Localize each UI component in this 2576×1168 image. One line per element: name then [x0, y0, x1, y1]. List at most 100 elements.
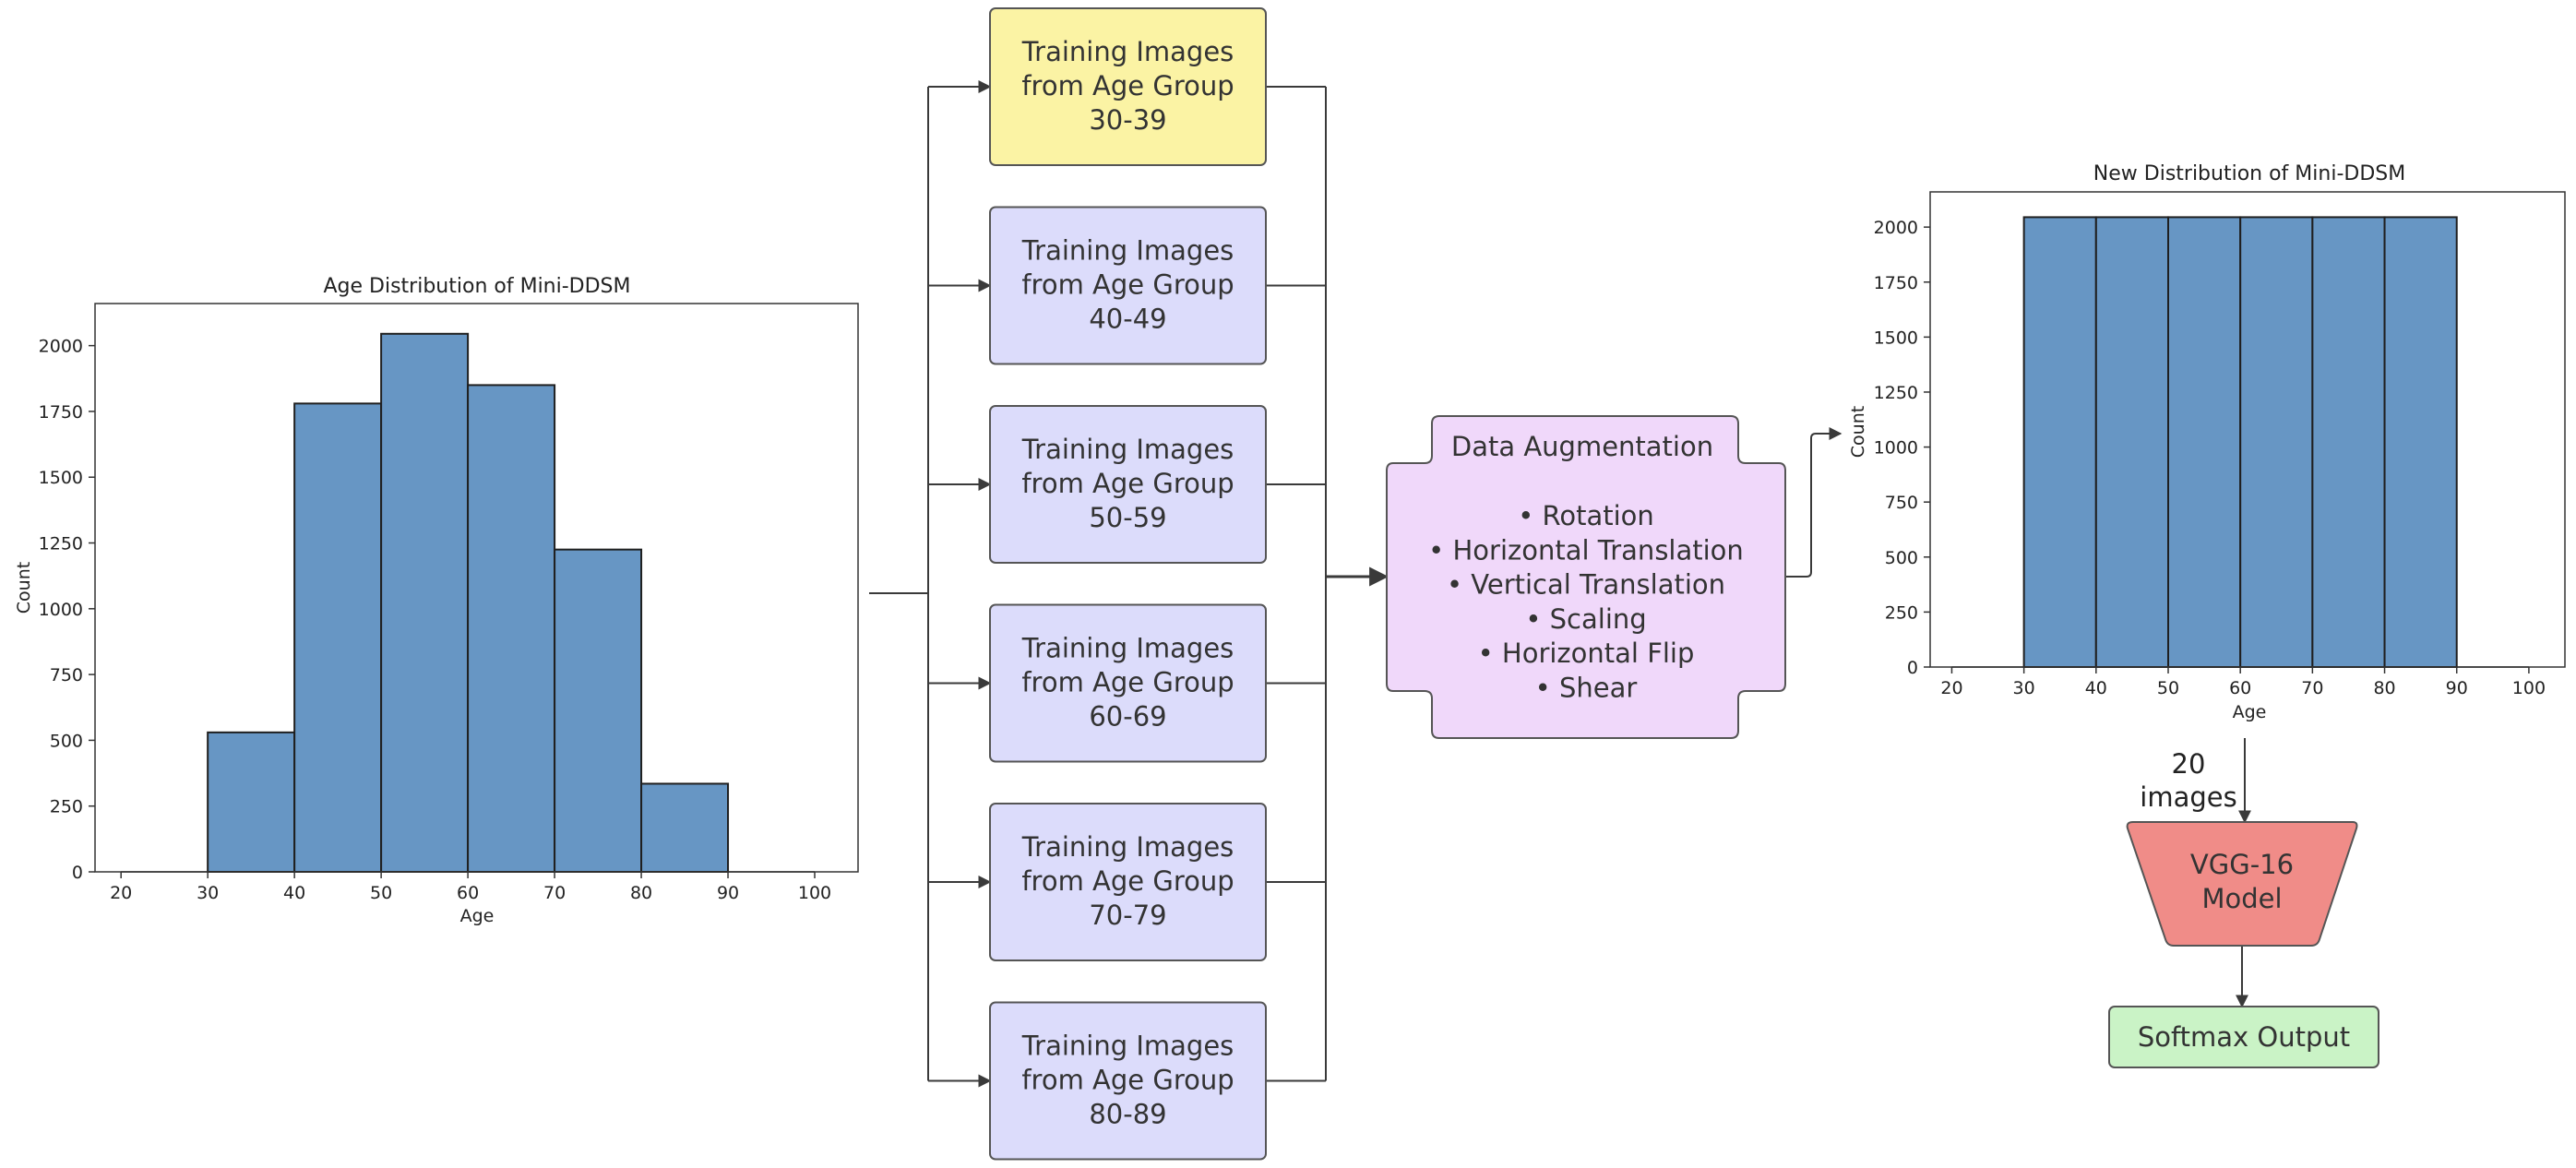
y-tick-label: 1750: [1874, 273, 1918, 293]
group-box-text: 70-79: [1089, 900, 1166, 931]
y-tick-label: 1750: [39, 402, 83, 423]
x-tick-label: 100: [2512, 678, 2546, 698]
vgg16-model-node: VGG-16 Model: [2126, 821, 2358, 947]
y-tick-label: 1500: [39, 468, 83, 488]
model-label-line1: VGG-16: [2190, 849, 2294, 880]
group-box-shape: [989, 405, 1267, 564]
group-box-text: 50-59: [1089, 502, 1166, 533]
y-axis-label: Count: [1848, 406, 1868, 458]
x-tick-label: 30: [197, 883, 219, 903]
y-tick-label: 250: [1885, 602, 1918, 623]
augmentation-list: • Rotation• Horizontal Translation• Vert…: [1428, 500, 1744, 704]
x-tick-label: 50: [2157, 678, 2179, 698]
age-distribution-chart: Age Distribution of Mini-DDSM 20 30 40 50 60…: [14, 275, 859, 926]
y-tick-label: 1500: [1874, 328, 1918, 348]
y-tick-label: 500: [1885, 548, 1918, 568]
x-axis-label: Age: [460, 906, 495, 926]
histogram-bar: [380, 332, 470, 873]
x-tick-label: 80: [2373, 678, 2395, 698]
histogram-bar: [554, 548, 643, 873]
y-tick-label: 1000: [1874, 438, 1918, 459]
x-tick-label: 40: [2085, 678, 2107, 698]
group-box-text: 60-69: [1089, 701, 1166, 733]
chart-bars: [1951, 216, 2529, 668]
model-shape: [2126, 821, 2358, 947]
augmentation-item: • Rotation: [1518, 500, 1654, 531]
group-box-shape: [989, 206, 1267, 365]
group-box-text: Training Images: [1021, 235, 1234, 267]
group-box-text: 40-49: [1089, 304, 1166, 335]
model-label-line2: Model: [2201, 883, 2282, 914]
plot-frame: [1929, 191, 2566, 668]
histogram-bar: [2239, 216, 2314, 668]
x-tick-label: 70: [543, 883, 566, 903]
augmentation-shape: [1386, 415, 1786, 739]
batch-unit: images: [2140, 781, 2236, 813]
group-box-shape: [989, 803, 1267, 961]
augmentation-item: • Shear: [1535, 673, 1638, 704]
group-box-text: 80-89: [1089, 1099, 1166, 1130]
y-tick-label: 2000: [39, 337, 83, 357]
y-axis-ticks: 0 250 500 750 1000 1250 1500 1750 2000: [1874, 218, 1930, 678]
y-tick-label: 2000: [1874, 218, 1918, 238]
y-tick-label: 1250: [39, 534, 83, 554]
group-box-text: 30-39: [1089, 104, 1166, 136]
chart-title: Age Distribution of Mini-DDSM: [324, 275, 631, 298]
batch-label: 20 images: [2140, 748, 2236, 813]
group-box-text: Training Images: [1021, 633, 1234, 664]
x-axis-label: Age: [2233, 702, 2267, 722]
histogram-bar: [293, 402, 383, 873]
histogram-bar: [2311, 216, 2386, 668]
group-box-text: Training Images: [1021, 1031, 1234, 1062]
group-box-text: Training Images: [1021, 36, 1234, 67]
connector-arrow: [1785, 427, 1843, 578]
augmentation-item: • Horizontal Translation: [1428, 534, 1744, 566]
group-box-text: from Age Group: [1021, 269, 1234, 301]
y-tick-label: 1000: [39, 600, 83, 620]
histogram-bar: [2383, 216, 2458, 668]
y-tick-label: 750: [1885, 493, 1918, 513]
chart-bars: [121, 332, 816, 874]
data-augmentation-node: Data Augmentation • Rotation• Horizontal…: [1386, 415, 1786, 739]
x-tick-label: 70: [2301, 678, 2323, 698]
group-box-text: from Age Group: [1021, 667, 1234, 698]
group-box-text: from Age Group: [1021, 865, 1234, 897]
y-tick-label: 0: [72, 863, 83, 883]
histogram-bar: [2094, 216, 2169, 668]
x-tick-label: 60: [457, 883, 479, 903]
output-label: Softmax Output: [2138, 1021, 2350, 1053]
y-tick-label: 0: [1907, 658, 1918, 678]
x-tick-label: 20: [110, 883, 132, 903]
x-tick-label: 100: [798, 883, 831, 903]
x-tick-label: 50: [370, 883, 392, 903]
softmax-output-node: Softmax Output: [2108, 1006, 2379, 1068]
group-box-text: from Age Group: [1021, 70, 1234, 101]
plot-frame: [94, 303, 859, 873]
group-box-text: Training Images: [1021, 434, 1234, 465]
group-box-text: from Age Group: [1021, 1065, 1234, 1096]
augmentation-title: Data Augmentation: [1451, 431, 1713, 462]
x-tick-label: 60: [2229, 678, 2251, 698]
x-tick-label: 80: [630, 883, 652, 903]
group-box-shape: [989, 1001, 1267, 1161]
y-tick-label: 500: [50, 731, 83, 751]
group-box-text: Training Images: [1021, 831, 1234, 863]
y-tick-label: 1250: [1874, 383, 1918, 403]
x-tick-label: 20: [1940, 678, 1962, 698]
y-axis-label: Count: [14, 562, 34, 614]
output-box: [2108, 1006, 2379, 1068]
x-tick-label: 40: [283, 883, 305, 903]
histogram-bar: [207, 731, 296, 874]
x-tick-label: 90: [2446, 678, 2468, 698]
group-box-text: from Age Group: [1021, 468, 1234, 499]
